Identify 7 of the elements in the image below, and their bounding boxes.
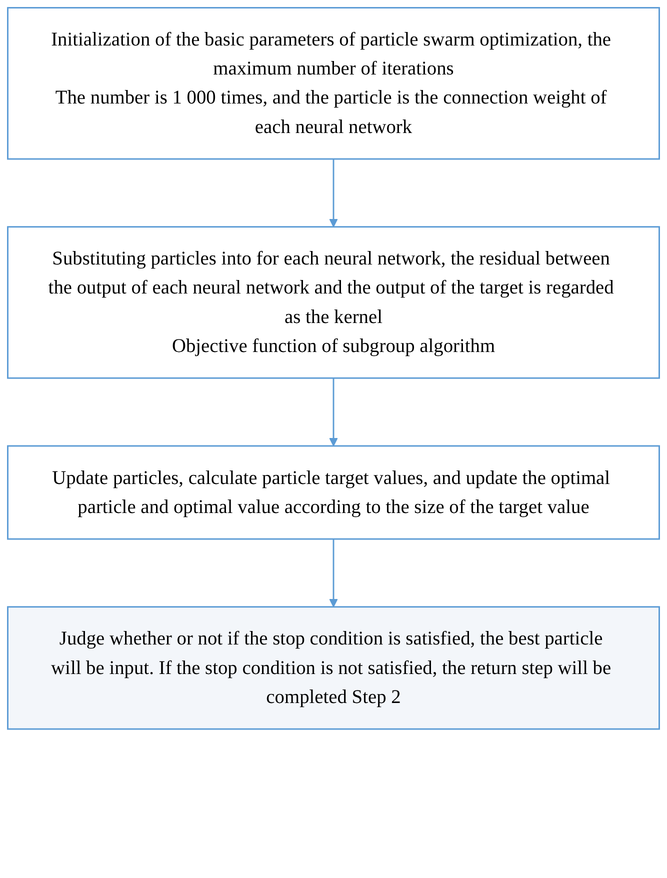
node-box: Substituting particles into for each neural network, the residual between the output of each neural network and the output of the target is regarded as the kernel Objective function of subgroup algorithm (7, 226, 660, 379)
arrow (329, 159, 338, 228)
arrow (329, 378, 338, 446)
node-box: Initialization of the basic parameters of particle swarm optimization, the maximum number of iterations The number is 1 000 times, and the particle is the connection weight of each neural network (7, 7, 660, 160)
node-box: Update particles, calculate particle target values, and update the optimal particle and optimal value according to the size of the target value (7, 445, 660, 540)
arrow (329, 539, 338, 608)
node-box: Judge whether or not if the stop condition is satisfied, the best particle will be input. If the stop condition is not satisfied, the return step will be completed Step 2 (7, 606, 660, 730)
